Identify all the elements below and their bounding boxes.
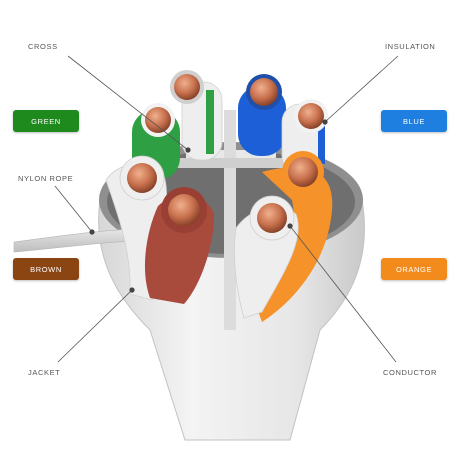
- leader-dots: [89, 119, 328, 293]
- badge-orange: ORANGE: [381, 258, 447, 280]
- label-cross: CROSS: [28, 42, 58, 51]
- leader-lines: [54, 55, 399, 363]
- badge-blue: BLUE: [381, 110, 447, 132]
- label-insulation: INSULATION: [385, 42, 436, 51]
- badge-brown: BROWN: [13, 258, 79, 280]
- wire-brown-pair: [105, 155, 214, 304]
- wire-orange-pair: [234, 151, 333, 322]
- label-conductor: CONDUCTOR: [383, 368, 438, 377]
- badge-green: GREEN: [13, 110, 79, 132]
- label-nylon-rope: NYLON ROPE: [18, 174, 74, 183]
- label-jacket: JACKET: [28, 368, 61, 377]
